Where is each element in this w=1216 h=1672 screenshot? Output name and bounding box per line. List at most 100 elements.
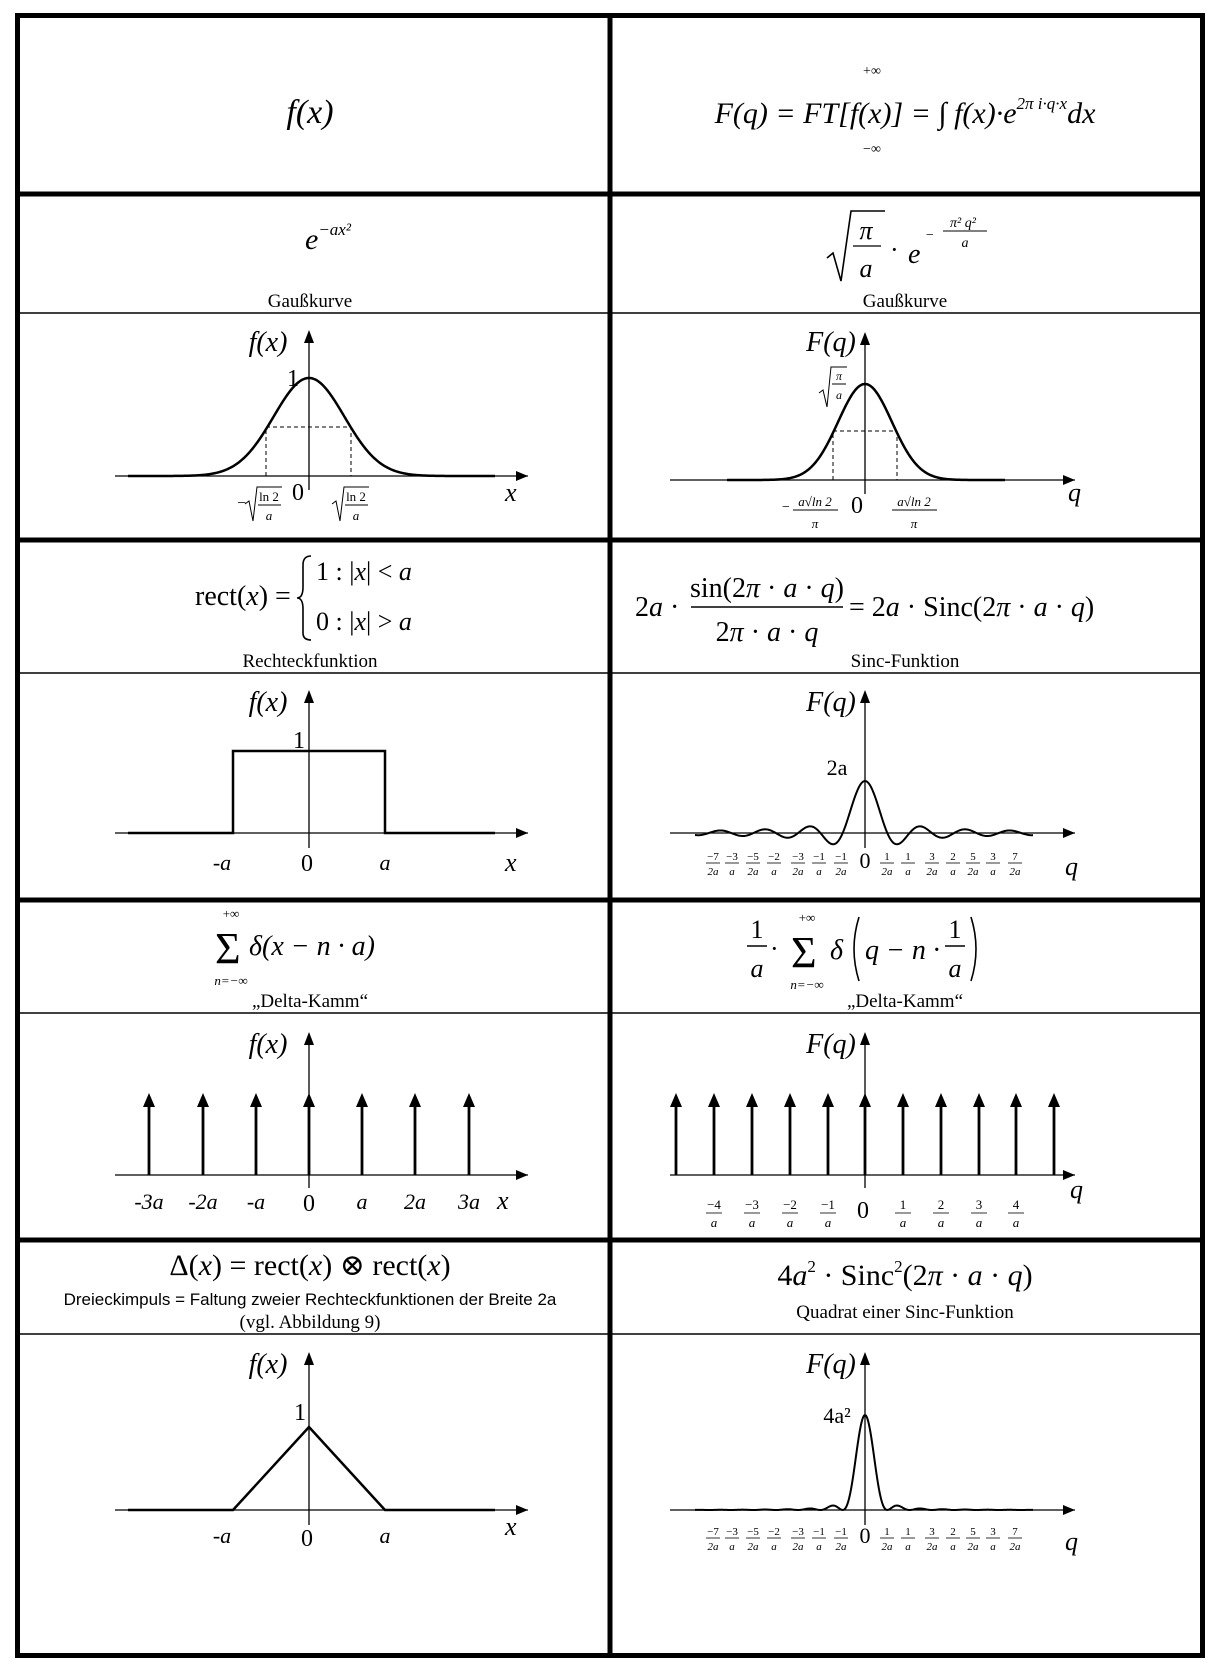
svg-text:a√ln 2: a√ln 2	[897, 494, 931, 509]
x-axis-arrow	[516, 1505, 528, 1515]
tick-denominator: 2a	[968, 1541, 980, 1553]
svg-text:δ: δ	[830, 935, 844, 966]
svg-text:a: a	[353, 508, 360, 523]
xlabel: x	[504, 1512, 517, 1541]
tick-numerator: 1	[905, 1526, 911, 1538]
delta-comb-caption-left: „Delta-Kamm“	[252, 991, 368, 1012]
tick-denominator: a	[729, 1541, 735, 1553]
svg-text:rect(x) =: rect(x) =	[195, 581, 291, 612]
pos-tick-label: ln 2 a	[331, 486, 369, 523]
tick-0: 0	[303, 1191, 315, 1217]
tick-denominator: 2a	[927, 1541, 939, 1553]
delta-arrowhead	[409, 1093, 421, 1107]
tick-numerator: −5	[747, 851, 759, 863]
ylabel: f(x)	[249, 1349, 288, 1380]
gauss-formula: e−ax²	[305, 220, 352, 256]
delta-arrowhead	[1010, 1093, 1022, 1107]
origin-label: 0	[860, 1523, 871, 1548]
origin-label: 0	[851, 493, 863, 519]
svg-text:−: −	[925, 228, 934, 243]
delta-arrowhead	[143, 1093, 155, 1107]
ylabel: F(q)	[805, 327, 856, 358]
tick-a: a	[357, 1189, 368, 1214]
triangle-plot: f(x) 1 -a 0 a x	[115, 1349, 528, 1552]
tick-denominator: a	[900, 1215, 907, 1230]
tick-numerator: −3	[792, 851, 804, 863]
tick-denominator: a	[976, 1215, 983, 1230]
pos-tick-label: a√ln 2 π	[892, 494, 937, 531]
x-axis-arrow	[1063, 828, 1075, 838]
tick-denominator: 2a	[882, 866, 894, 878]
xlabel: q	[1068, 478, 1081, 507]
svg-text:π² q²: π² q²	[950, 216, 977, 231]
tick-numerator: −1	[835, 1526, 847, 1538]
y-axis-arrow	[304, 690, 314, 703]
tick-denominator: 2a	[708, 1541, 720, 1553]
tick-numerator: −5	[747, 1526, 759, 1538]
tick-numerator: −1	[835, 851, 847, 863]
tick-denominator: a	[787, 1215, 794, 1230]
half-max-lines	[832, 430, 898, 480]
tick-denominator: 2a	[927, 866, 939, 878]
xlabel: q	[1065, 852, 1078, 881]
gauss-ft-plot: F(q) π a 0 q − a√ln 2 π a√ln 2 π	[670, 327, 1081, 531]
svg-text:·: ·	[890, 235, 899, 264]
xlabel: q	[1070, 1175, 1083, 1204]
delta-arrowhead	[973, 1093, 985, 1107]
triangle-caption-ref: (vgl. Abbildung 9)	[240, 1312, 381, 1333]
gauss-ft-curve	[727, 382, 1005, 482]
delta-comb-caption-right: „Delta-Kamm“	[847, 991, 963, 1012]
tick-numerator: −1	[813, 1526, 825, 1538]
svg-text:·: ·	[770, 934, 779, 963]
peak-label: 1	[294, 1400, 306, 1426]
rect-curve	[128, 749, 495, 835]
svg-text:π: π	[836, 369, 843, 383]
tick-denominator: a	[711, 1215, 718, 1230]
tick-denominator: a	[729, 866, 735, 878]
sinc-squared-caption: Quadrat einer Sinc-Funktion	[796, 1302, 1014, 1323]
table-svg: f(x) F(q) = FT[f(x)] = ∫ f(x)·e2π i·q·xd…	[15, 13, 1205, 1658]
x-axis-arrow	[1063, 475, 1075, 485]
y-axis-arrow	[860, 332, 870, 345]
tick-denominator: 2a	[1010, 1541, 1022, 1553]
tick-2a: 2a	[404, 1189, 426, 1214]
svg-text:−: −	[782, 500, 790, 515]
svg-text:sin(2π · a · q): sin(2π · a · q)	[690, 573, 844, 604]
triangle-curve	[128, 1425, 495, 1512]
ylabel: F(q)	[805, 1029, 856, 1060]
tick-denominator: 2a	[793, 866, 805, 878]
gauss-curve	[128, 376, 495, 478]
header-left-formula: f(x)	[286, 94, 333, 131]
rect-caption: Rechteckfunktion	[242, 651, 378, 672]
tick-numerator: −3	[726, 1526, 738, 1538]
delta-arrowhead	[1048, 1093, 1060, 1107]
delta-arrowhead	[784, 1093, 796, 1107]
delta-arrowhead	[859, 1093, 871, 1107]
sinc-squared-plot: −72a−3a−52a−2a−32a−1a−12a12a1a32a2a52a3a…	[670, 1349, 1078, 1556]
svg-text:a: a	[751, 954, 764, 983]
tick-neg-a: -a	[213, 850, 231, 875]
svg-text:2a ·: 2a ·	[635, 592, 679, 623]
origin-label: 0	[292, 480, 304, 506]
tick-numerator: 1	[884, 851, 890, 863]
tick-numerator: 3	[929, 851, 935, 863]
x-axis-arrow	[516, 828, 528, 838]
y-axis-arrow	[860, 1032, 870, 1045]
svg-text:1: 1	[949, 915, 962, 944]
peak-label: 2a	[827, 755, 848, 780]
tick-numerator: −3	[792, 1526, 804, 1538]
origin-label: 0	[301, 851, 313, 877]
svg-text:ln 2: ln 2	[259, 489, 279, 504]
sinc-plot: −72a−3a−52a−2a−32a−1a−12a12a1a32a2a52a3a…	[670, 687, 1078, 881]
tick-denominator: a	[771, 1541, 777, 1553]
svg-text:a: a	[266, 508, 273, 523]
xlabel: x	[504, 478, 517, 507]
tick-denominator: a	[825, 1215, 832, 1230]
tick-denominator: a	[749, 1215, 756, 1230]
x-axis-arrow	[1063, 1505, 1075, 1515]
tick-neg-2a: -2a	[188, 1189, 217, 1214]
delta-arrowhead	[197, 1093, 209, 1107]
xlabel: x	[496, 1186, 509, 1215]
delta-arrowhead	[463, 1093, 475, 1107]
